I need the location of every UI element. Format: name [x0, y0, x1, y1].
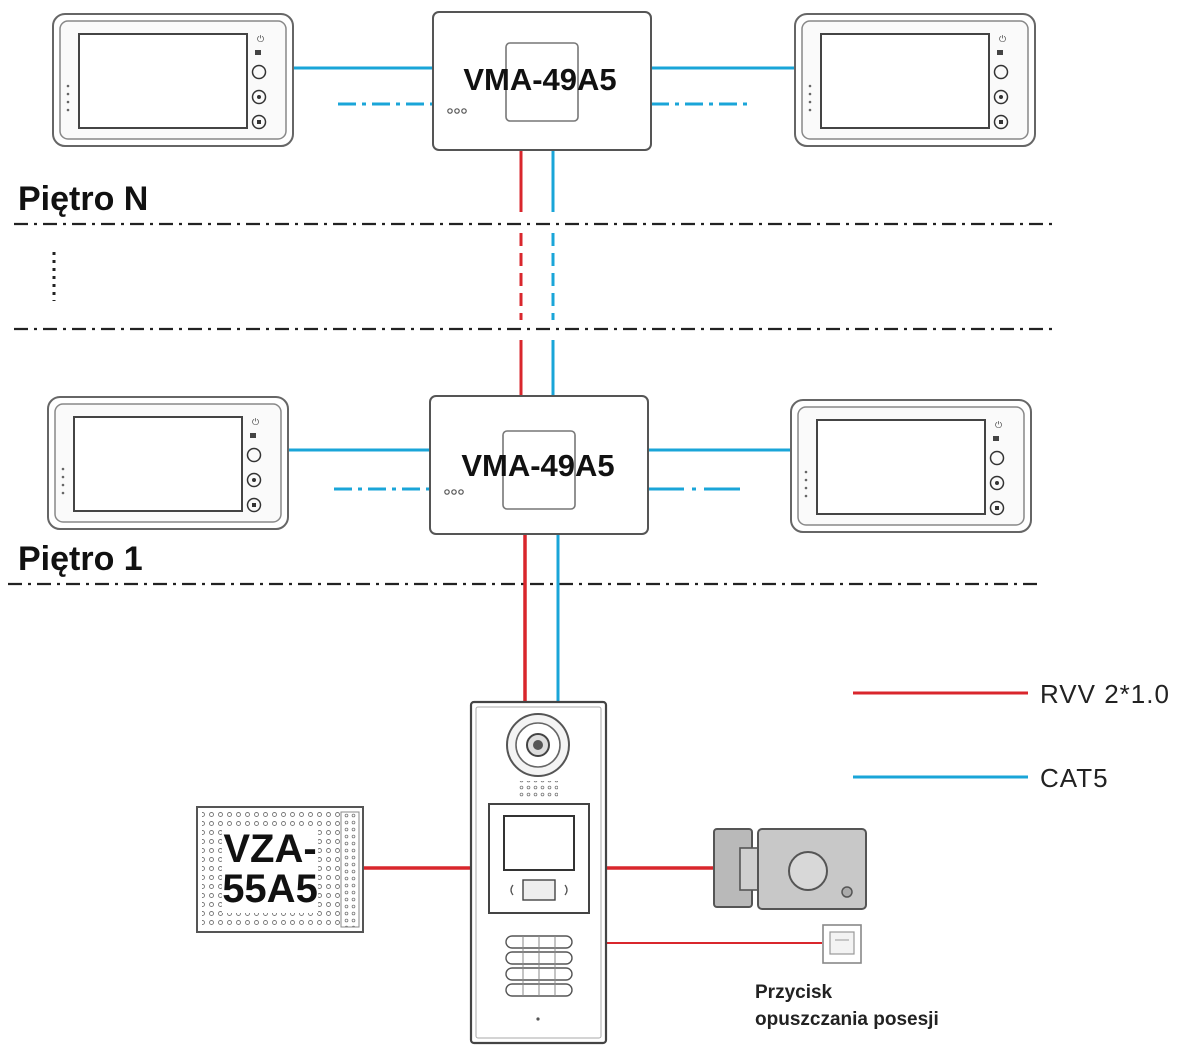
- indoor-monitor-icon: [794, 13, 1036, 147]
- indoor-monitor-icon: [52, 13, 294, 147]
- exit-button-icon: [822, 924, 862, 964]
- door-station-cables: [361, 866, 822, 944]
- power-supply-label: 55A5: [222, 867, 318, 911]
- power-supply-label: VZA-: [223, 827, 316, 871]
- exit-button-label: opuszczania posesji: [755, 1009, 939, 1030]
- electric-lock-icon: [713, 828, 867, 910]
- monitor-cables: [288, 66, 795, 491]
- exit-button-label: Przycisk: [755, 982, 833, 1003]
- indoor-monitor-icon: [790, 399, 1032, 533]
- distributor-label-top: VMA-49A5: [463, 62, 616, 97]
- indoor-monitor-icon: [47, 396, 289, 530]
- riser-cables: [519, 150, 560, 703]
- distributor-top: VMA-49A5: [432, 11, 652, 151]
- outdoor-door-station-icon: [469, 700, 608, 1045]
- power-supply-icon: VZA- 55A5: [196, 806, 364, 933]
- legend: RVV 2*1.0 CAT5: [853, 679, 1170, 793]
- distributor-label-bottom: VMA-49A5: [461, 448, 614, 483]
- legend-blue-label: CAT5: [1040, 763, 1109, 793]
- floor-label-top: Piętro N: [18, 180, 148, 218]
- legend-red-label: RVV 2*1.0: [1040, 679, 1170, 709]
- distributor-bottom: VMA-49A5: [429, 395, 649, 535]
- floor-label-bottom: Piętro 1: [18, 540, 143, 578]
